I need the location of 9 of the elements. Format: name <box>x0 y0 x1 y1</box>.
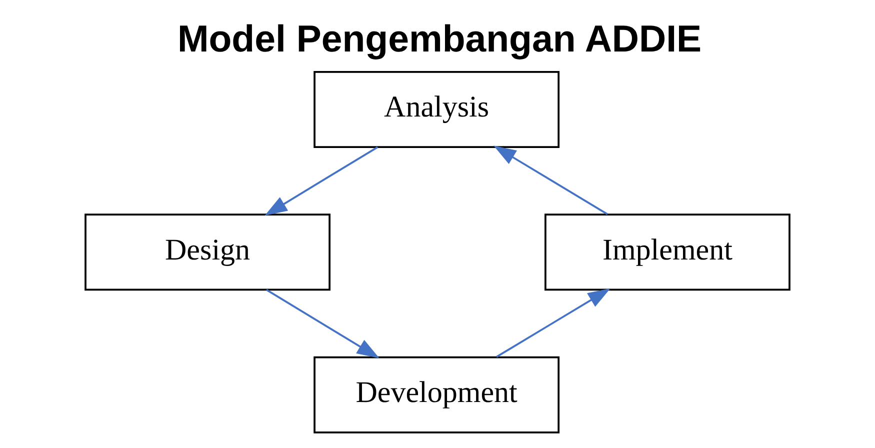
arrow <box>496 288 610 358</box>
node-box: Implement <box>544 214 790 291</box>
arrow <box>264 146 378 216</box>
arrow <box>266 289 380 358</box>
node-box: Analysis <box>314 71 560 148</box>
arrow <box>494 146 608 215</box>
diagram-title: Model Pengembangan ADDIE <box>177 17 702 60</box>
node-box: Design <box>84 214 330 291</box>
node-box: Development <box>314 356 560 434</box>
